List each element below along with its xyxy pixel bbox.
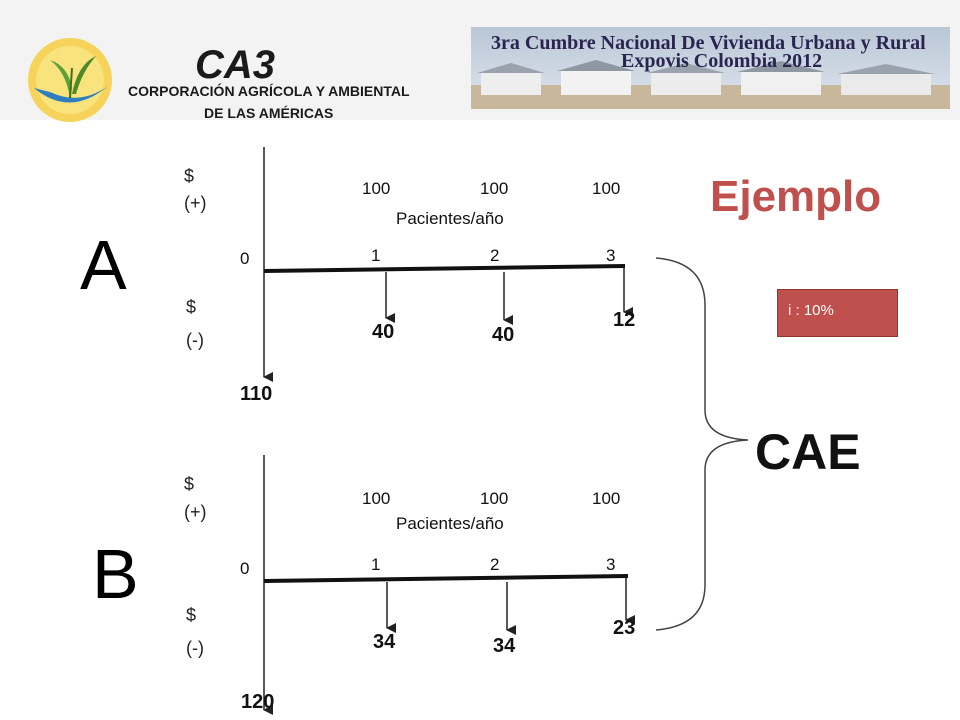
diagram-a-time-axis [263,264,626,273]
logo-text-line1: CORPORACIÓN AGRÍCOLA Y AMBIENTAL [128,82,410,99]
diagram-b-positive-sign: (+) [184,502,207,522]
diagram-a-outflow-1: 40 [372,321,395,343]
diagram-a-unit: Pacientes/año [396,209,504,228]
diagram-b-period-3: 3 [606,555,616,574]
diagram-a-label: A [80,226,127,304]
diagram-b-outflow-3: 23 [613,617,636,639]
logo-brand-text: CA3 [195,43,275,87]
interest-rate-text: i : 10% [788,302,834,319]
diagram-b-period-zero: 0 [240,559,250,578]
diagram-b-period-1: 1 [371,555,381,574]
diagram-a-inflow-1: 100 [362,179,391,198]
diagram-a-inflow-2: 100 [480,179,509,198]
diagram-b-negative-sign: (-) [186,638,204,658]
diagram-b-negative-symbol: $ [186,605,197,625]
banner-title-line2: Expovis Colombia 2012 [621,50,822,72]
diagram-a-period-zero: 0 [240,249,250,268]
diagram-a-positive-sign: (+) [184,193,207,213]
diagram-b-lines [263,455,635,715]
interest-rate-box: i : 10% [777,289,898,337]
slide-title: Ejemplo [710,172,882,221]
diagram-a-period-2: 2 [490,246,500,265]
diagram-b-unit: Pacientes/año [396,514,504,533]
diagram-a-positive-symbol: $ [184,166,195,186]
diagram-b-inflow-3: 100 [592,489,621,508]
diagram-a-negative-symbol: $ [186,297,197,317]
comparison-brace [655,257,749,631]
diagram-b-inflow-2: 100 [480,489,509,508]
diagram-a-outflow-2: 40 [492,324,515,346]
banner-title-line1: 3ra Cumbre Nacional De Vivienda Urbana y… [491,32,926,54]
diagram-b-label: B [92,535,139,613]
diagram-a-period-3: 3 [606,246,616,265]
diagram-a-negative-sign: (-) [186,330,204,350]
diagram-b-outflow-2: 34 [493,635,516,657]
diagram-a-period-1: 1 [371,246,381,265]
diagram-a-initial-cost: 110 [240,383,273,405]
cae-label: CAE [755,424,861,480]
corporation-logo: CA3 CORPORACIÓN AGRÍCOLA Y AMBIENTAL DE … [20,28,420,124]
diagram-a-inflow-3: 100 [592,179,621,198]
logo-text-line2: DE LAS AMÉRICAS [204,105,333,121]
diagram-b-outflow-1: 34 [373,631,396,653]
diagram-b-initial-cost: 120 [241,691,275,713]
diagram-b-positive-symbol: $ [184,474,195,494]
diagram-b-inflow-1: 100 [362,489,391,508]
diagram-a-lines [263,147,633,382]
event-banner: 3ra Cumbre Nacional De Vivienda Urbana y… [471,27,950,109]
diagram-b-period-2: 2 [490,555,500,574]
diagram-a-outflow-3: 12 [613,309,636,331]
diagram-b-time-axis [263,574,629,583]
